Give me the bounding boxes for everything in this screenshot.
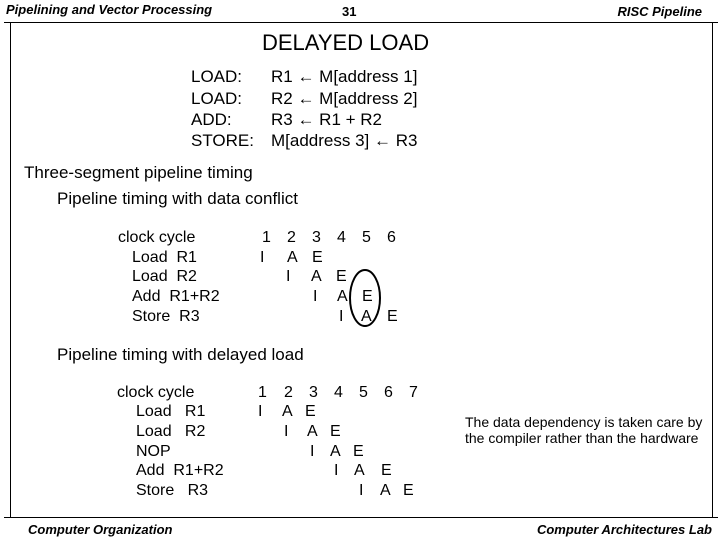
cycle-number: 4 (337, 229, 346, 246)
frame-right-rule (712, 22, 713, 517)
footer-right: Computer Architectures Lab (536, 522, 712, 537)
cycle-number: 2 (284, 384, 293, 401)
row-label: Load R1 (136, 403, 206, 420)
stage-cell: E (403, 482, 414, 499)
stage-cell: I (313, 288, 318, 305)
cycle-number: 3 (312, 229, 321, 246)
instruction-op: STORE: (191, 131, 254, 150)
stage-cell: I (260, 249, 265, 266)
table-header-label: clock cycle (117, 384, 195, 401)
header-left: Pipelining and Vector Processing (6, 2, 213, 17)
stage-cell: E (387, 308, 398, 325)
cycle-number: 2 (287, 229, 296, 246)
conflict-subtitle: Pipeline timing with data conflict (57, 189, 298, 208)
stage-cell: E (330, 423, 341, 440)
cycle-number: 5 (362, 229, 371, 246)
cycle-number: 4 (334, 384, 343, 401)
stage-cell: A (380, 482, 391, 499)
stage-cell: E (381, 462, 392, 479)
delayed-subtitle: Pipeline timing with delayed load (57, 345, 304, 364)
stage-cell: A (354, 462, 365, 479)
instruction-op: LOAD: (191, 89, 243, 108)
page-title: DELAYED LOAD (262, 30, 430, 55)
side-note: The data dependency is taken care by the… (465, 414, 703, 446)
row-label: Load R2 (132, 268, 197, 285)
stage-cell: A (311, 268, 322, 285)
row-label: Store R3 (136, 482, 209, 499)
stage-cell: E (362, 288, 373, 305)
row-label: Add R1+R2 (136, 462, 224, 479)
row-label: Load R2 (136, 423, 206, 440)
stage-cell: I (310, 443, 315, 460)
section-title: Three-segment pipeline timing (24, 163, 253, 182)
instruction-op: ADD: (191, 110, 232, 129)
stage-cell: I (334, 462, 339, 479)
cycle-number: 1 (258, 384, 267, 401)
stage-cell: E (305, 403, 316, 420)
instruction-expr: R2 ← M[address 2] (271, 89, 418, 108)
row-label: Add R1+R2 (132, 288, 220, 305)
header-right: RISC Pipeline (617, 4, 702, 19)
stage-cell: I (284, 423, 289, 440)
cycle-number: 3 (309, 384, 318, 401)
frame-left-rule (10, 22, 11, 517)
cycle-number: 6 (387, 229, 396, 246)
instruction-op: LOAD: (191, 67, 243, 86)
row-label: NOP (136, 443, 171, 460)
instruction-expr: R1 ← M[address 1] (271, 67, 418, 86)
conflict-oval (349, 269, 381, 327)
stage-cell: A (287, 249, 298, 266)
stage-cell: E (353, 443, 364, 460)
stage-cell: A (282, 403, 293, 420)
cycle-number: 5 (359, 384, 368, 401)
stage-cell: I (286, 268, 291, 285)
stage-cell: A (337, 288, 348, 305)
stage-cell: A (330, 443, 341, 460)
row-label: Store R3 (132, 308, 200, 325)
stage-cell: A (361, 308, 372, 325)
table-header-label: clock cycle (118, 229, 196, 246)
instruction-expr: R3 ← R1 + R2 (271, 110, 383, 129)
stage-cell: I (258, 403, 263, 420)
stage-cell: A (307, 423, 318, 440)
cycle-number: 1 (262, 229, 271, 246)
header-rule (4, 22, 718, 23)
cycle-number: 6 (384, 384, 393, 401)
instruction-expr: M[address 3] ← R3 (271, 131, 418, 150)
footer-left: Computer Organization (28, 522, 173, 537)
row-label: Load R1 (132, 249, 197, 266)
stage-cell: E (312, 249, 323, 266)
stage-cell: E (336, 268, 347, 285)
cycle-number: 7 (409, 384, 418, 401)
stage-cell: I (339, 308, 344, 325)
stage-cell: I (359, 482, 364, 499)
page-number: 31 (342, 4, 357, 19)
footer-rule (4, 517, 718, 518)
